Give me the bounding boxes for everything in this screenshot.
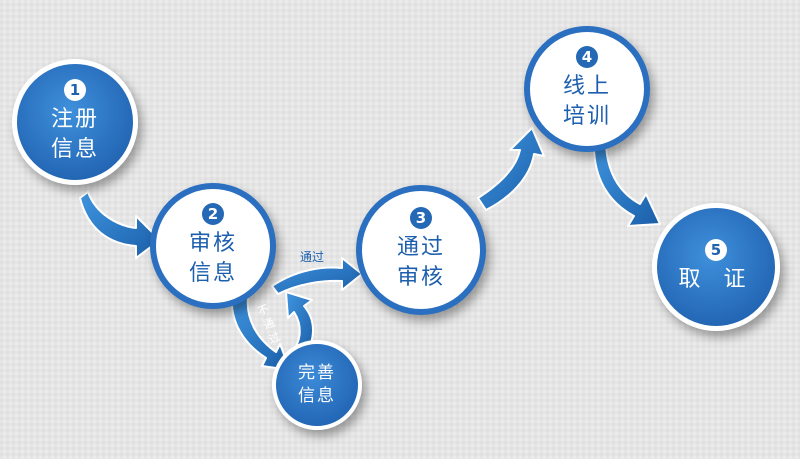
arrow-2-to-3 [271,257,363,295]
step-4-number: 4 [576,46,598,68]
arrow-3-to-4 [477,127,545,211]
step-2-number: 2 [202,203,224,225]
step-2-label-line1: 审核 [188,231,237,256]
step-5-label: 取 证 [678,267,754,292]
step-4-label-line2: 培训 [562,104,611,129]
arrow-1-to-2 [79,191,161,259]
step-2-label-line2: 信息 [188,261,237,286]
step-3-node: 3 通过 审核 [356,185,486,315]
improve-info-label-line1: 完善 [298,363,336,383]
step-4-node: 4 线上 培训 [524,26,650,152]
step-1-label-line2: 信息 [50,137,99,162]
improve-info-node: 完善 信息 [272,340,362,430]
step-1-label-line1: 注册 [50,107,99,132]
arrow-fix-to-2 [285,291,314,357]
step-4-label-line1: 线上 [562,74,611,99]
step-5-number: 5 [705,239,727,261]
step-3-number: 3 [410,207,432,229]
step-3-label-line1: 通过 [396,235,445,260]
step-1-number: 1 [64,79,86,101]
step-5-node: 5 取 证 [652,203,780,331]
step-2-node: 2 审核 信息 [150,183,276,309]
step-3-label-line2: 审核 [396,265,445,290]
arrow-4-to-5 [593,139,661,227]
step-1-node: 1 注册 信息 [12,59,138,185]
improve-info-label-line2: 信息 [298,386,336,406]
pass-edge-label: 通过 [300,250,325,264]
